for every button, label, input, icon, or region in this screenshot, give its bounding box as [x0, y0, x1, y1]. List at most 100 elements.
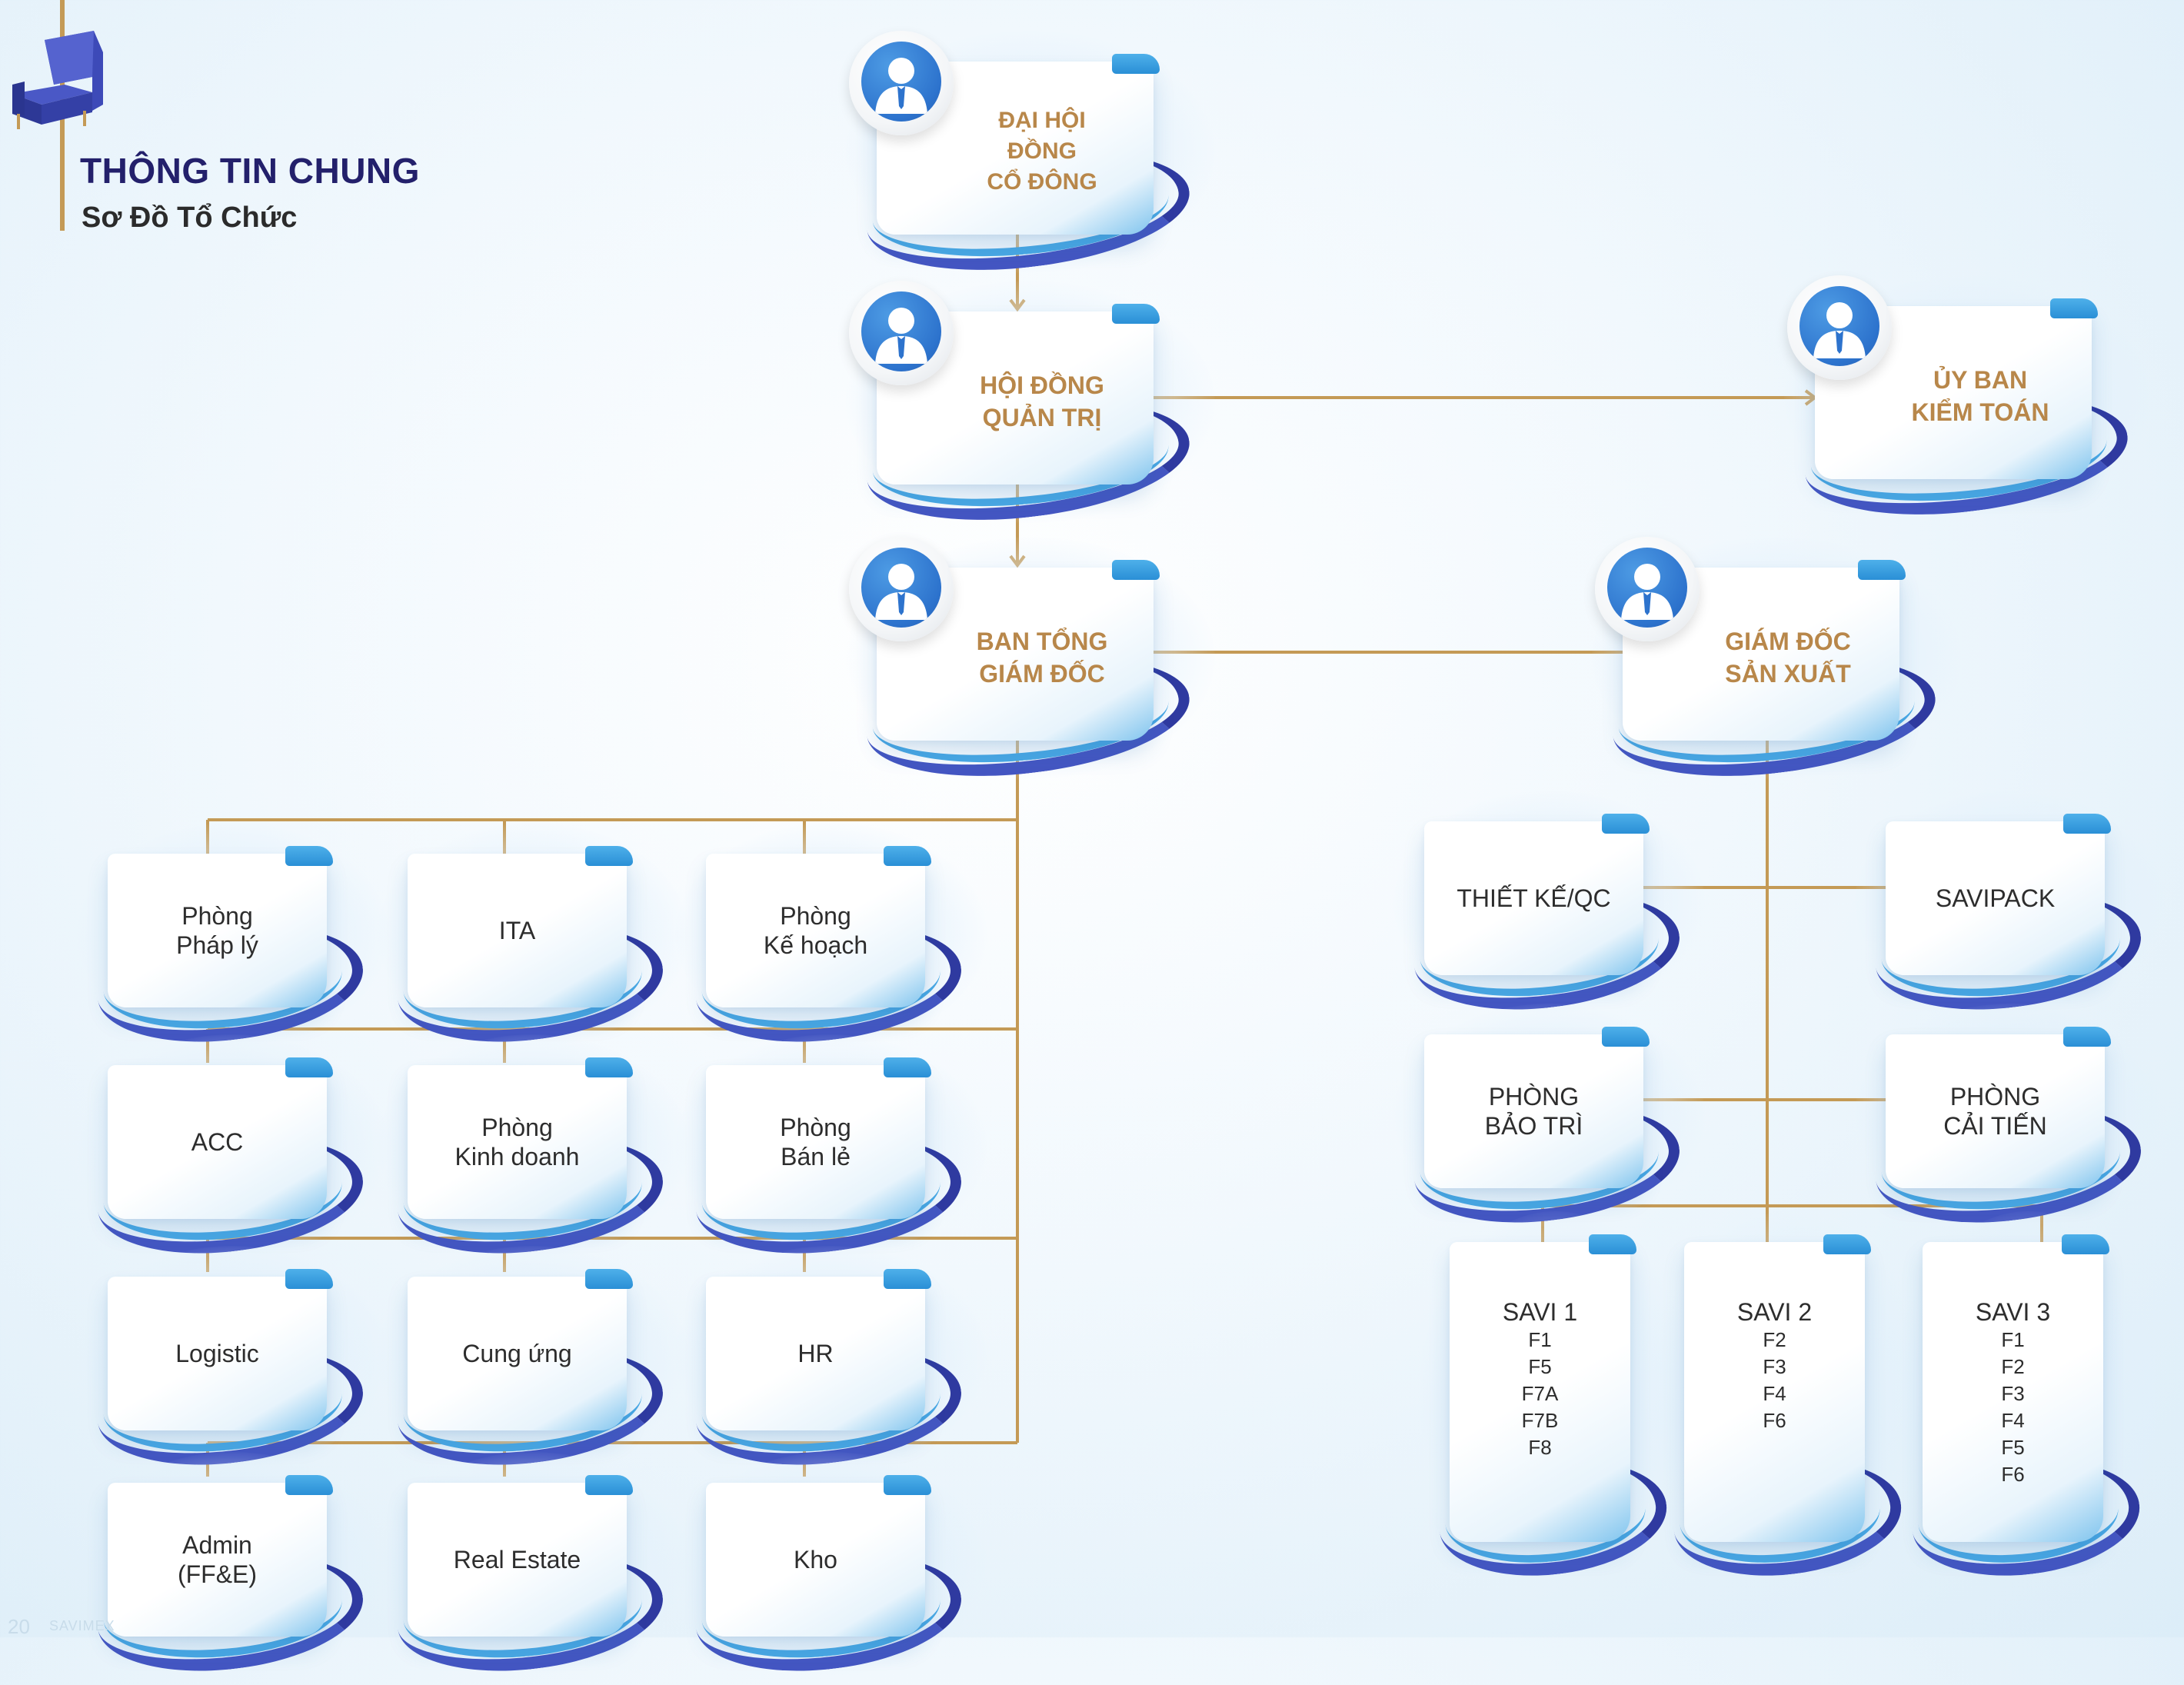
- node-unit: F3: [2001, 1382, 2025, 1405]
- node-label-line: CỔ ĐÔNG: [987, 168, 1097, 195]
- node-label-line: Kho: [794, 1546, 837, 1573]
- card-corner-tab: [285, 1269, 333, 1289]
- node-label-line: THIẾT KẾ/QC: [1457, 884, 1611, 912]
- node-label-line: ĐẠI HỘI: [998, 107, 1086, 133]
- node-label-line: Kế hoạch: [763, 931, 868, 959]
- card-sheet: [706, 854, 925, 1007]
- person-icon: [1787, 275, 1892, 380]
- card-sheet: [108, 1483, 327, 1637]
- node-savipack: SAVIPACK: [1855, 791, 2166, 1024]
- node-kho: Kho: [675, 1452, 987, 1685]
- node-label-line: Cung ứng: [462, 1340, 572, 1367]
- node-ita: ITA: [377, 823, 688, 1056]
- node-label-line: GIÁM ĐỐC: [1725, 627, 1851, 655]
- node-label: GIÁM ĐỐC SẢN XUẤT: [1623, 568, 1899, 741]
- node-label: HR: [706, 1277, 925, 1430]
- node-label-line: SAVIPACK: [1935, 884, 2056, 912]
- card-sheet: [108, 1065, 327, 1219]
- armchair-icon: [8, 31, 108, 135]
- card-sheet: [408, 1065, 627, 1219]
- card-corner-tab: [2063, 1027, 2111, 1047]
- node-label-line: SAVI 1: [1502, 1298, 1578, 1326]
- card-sheet: [706, 1065, 925, 1219]
- node-label-line: SAVI 3: [1975, 1298, 2051, 1326]
- card-corner-tab: [884, 1057, 931, 1077]
- footer-brand: SAVIMEX: [49, 1618, 115, 1633]
- node-hr: HR: [675, 1246, 987, 1479]
- node-label-line: ACC: [191, 1128, 244, 1156]
- section-subtitle: Sơ Đồ Tổ Chức: [82, 201, 298, 234]
- node-label-line: Phòng: [181, 902, 253, 930]
- node-unit: F5: [2001, 1436, 2025, 1459]
- card-corner-tab: [585, 1269, 633, 1289]
- node-label-line: KIỂM TOÁN: [1911, 398, 2049, 426]
- card-sheet: [408, 854, 627, 1007]
- person-icon: [849, 537, 954, 641]
- node-label-line: BAN TỔNG: [976, 627, 1108, 655]
- card-corner-tab: [285, 1475, 333, 1495]
- person-icon: [1595, 537, 1700, 641]
- node-label-line: Logistic: [175, 1340, 259, 1367]
- node-unit: F4: [2001, 1409, 2025, 1432]
- card-corner-tab: [1602, 1027, 1650, 1047]
- card-sheet: [1684, 1242, 1865, 1542]
- node-label-line: (FF&E): [177, 1560, 258, 1588]
- node-label: ITA: [408, 854, 627, 1007]
- card-corner-tab: [1112, 560, 1160, 580]
- card-sheet: [1450, 1242, 1630, 1542]
- node-label-line: QUẢN TRỊ: [982, 403, 1102, 431]
- node-label: Admin(FF&E): [108, 1483, 327, 1637]
- node-label-line: Kinh doanh: [454, 1143, 580, 1171]
- node-label-line: Phòng: [481, 1114, 553, 1141]
- node-gd-sx: GIÁM ĐỐC SẢN XUẤT: [1592, 537, 1961, 793]
- card-corner-tab: [285, 1057, 333, 1077]
- card-sheet: [1424, 821, 1643, 975]
- card-sheet: [1886, 821, 2105, 975]
- node-thiet-ke: THIẾT KẾ/QC: [1393, 791, 1705, 1024]
- node-unit: F3: [1763, 1355, 1786, 1378]
- node-label-line: ĐỒNG: [1007, 138, 1077, 164]
- card-sheet: [408, 1483, 627, 1637]
- card-sheet: [706, 1277, 925, 1430]
- page-number: 20: [8, 1615, 30, 1638]
- card-corner-tab: [1112, 304, 1160, 324]
- node-label-line: Pháp lý: [176, 931, 258, 959]
- node-unit: F2: [1763, 1328, 1786, 1351]
- node-label: ĐẠI HỘI ĐỒNG CỔ ĐÔNG: [877, 62, 1154, 235]
- card-corner-tab: [884, 846, 931, 866]
- node-label-line: BẢO TRÌ: [1484, 1112, 1583, 1140]
- node-real-estate: Real Estate: [377, 1452, 688, 1685]
- section-title: THÔNG TIN CHUNG: [80, 151, 420, 191]
- node-label-line: Phòng: [780, 1114, 851, 1141]
- card-corner-tab: [1823, 1234, 1871, 1254]
- card-sheet: [1886, 1034, 2105, 1188]
- card-sheet: [108, 854, 327, 1007]
- node-label-line: SẢN XUẤT: [1725, 659, 1851, 688]
- node-label-line: PHÒNG: [1488, 1083, 1580, 1111]
- card-corner-tab: [285, 846, 333, 866]
- node-unit: F2: [2001, 1355, 2025, 1378]
- card-corner-tab: [2062, 1234, 2109, 1254]
- node-unit: F1: [1528, 1328, 1552, 1351]
- node-unit: F4: [1763, 1382, 1786, 1405]
- node-unit: F1: [2001, 1328, 2025, 1351]
- node-acc: ACC: [77, 1034, 388, 1267]
- card-corner-tab: [585, 1475, 633, 1495]
- node-label: ACC: [108, 1065, 327, 1219]
